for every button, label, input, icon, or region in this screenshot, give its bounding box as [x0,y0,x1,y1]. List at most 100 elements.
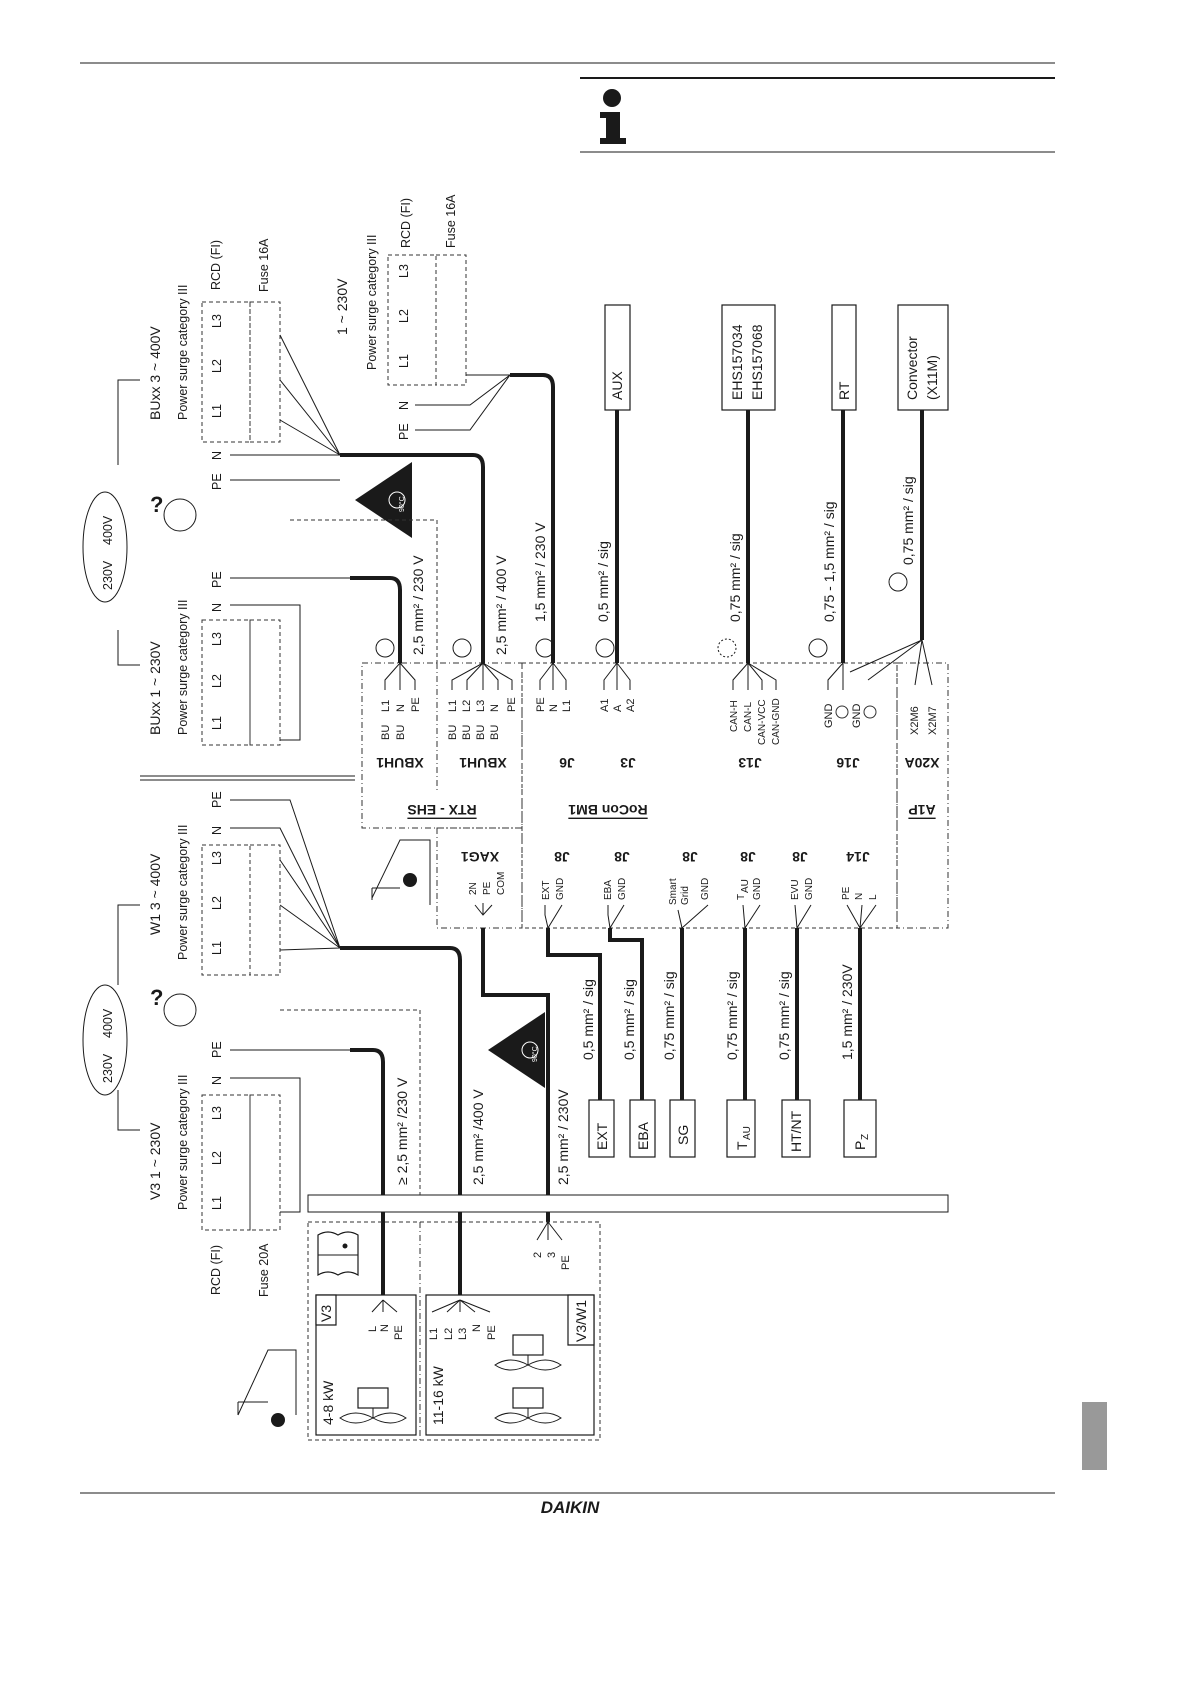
pin: CAN-H [729,700,740,732]
rcd-label: RCD (FI) [209,1245,223,1295]
j6-label: J6 [559,755,575,771]
cable-label: 0,5 mm² / sig [621,979,637,1060]
pin: N [397,401,411,410]
confused-person-icon [163,993,197,1027]
pin: GND [804,878,815,900]
pin: X2M6 [909,706,921,735]
pin: COM [496,872,507,895]
cooling-symbol-icon [863,705,877,719]
device-label: T [734,1141,750,1150]
supply-title: BUxx 1 ~ 230V [147,641,163,735]
pin: L3 [210,1106,224,1120]
pin: N [489,704,501,712]
pin: L2 [443,1328,455,1340]
pin: N [471,1324,483,1332]
pin: PE [210,571,224,588]
cable-label: 1,5 mm² / 230V [839,964,855,1060]
a1p-label: A1P [908,802,935,818]
device-label-sub: AU [742,1126,753,1140]
device-label: Convector [904,336,920,400]
daikin-logo: DAIKIN [541,1498,600,1517]
pin: CAN-L [743,702,754,732]
cable-label: 0,75 - 1,5 mm² / sig [821,501,837,622]
bottom-devices: EXT EBA SG T AU HT/NT P Z [588,1099,877,1158]
power-large-label: 11-16 kW [430,1365,446,1425]
pin: PE [210,791,224,808]
device-rt: RT [831,304,857,411]
device-label: (X11M) [924,355,940,400]
supply-w1: W1 3 ~ 400V Power surge category III L1 … [117,791,341,985]
j3-label: J3 [620,755,636,771]
supply-title: W1 3 ~ 400V [147,853,163,935]
pin: BU [461,725,473,740]
j8-label-tau: J8 [740,849,756,865]
pin: BU [489,725,501,740]
surge-label: Power surge category III [176,600,190,735]
pin: L2 [210,674,224,688]
j13-label: J13 [738,755,762,771]
info-icon [600,89,626,144]
cable-label: 0,5 mm² / sig [580,979,596,1060]
device-ehs: EHS157034 EHS157068 [721,304,776,411]
device-label: EHS157034 [729,324,745,400]
pin: L2 [210,1151,224,1165]
fan-icon [339,1334,562,1424]
pin: L1 [210,941,224,955]
j14-label: J14 [846,849,870,865]
j8-label-eba: J8 [614,849,630,865]
question-mark: ? [150,985,163,1010]
pin: L1 [210,1196,224,1210]
j16-label: J16 [836,755,860,771]
pin: CAN-GND [771,698,782,745]
voltage-question-cloud-bottom: 230V 400V ? [82,984,197,1096]
pin: A2 [625,699,637,712]
cable-label: 0,75 mm² / sig [776,971,792,1060]
pin: 3 [546,1252,558,1258]
device-label: EBA [635,1121,651,1150]
indoor-boundary [290,519,438,663]
cable-label: 0,5 mm² / sig [595,541,611,622]
pin: EBA [603,880,614,900]
top-cable-labels: 2,5 mm² / 230 V 2,5 mm² / 400 V 1,5 mm² … [410,476,916,655]
manual-icon [317,1231,359,1277]
cable-label: 0,75 mm² / sig [727,533,743,622]
pin: PE [506,697,518,712]
pin: EXT [541,881,552,900]
heating-symbol-icon [835,705,849,719]
device-label-sub: Z [860,1134,871,1140]
device-label: EHS157068 [749,324,765,400]
pin: L1 [380,700,392,712]
pin: PE [486,1325,498,1340]
pin-labels-bottom: 2N PE COM EXT GND EBA GND Smart Grid GND… [468,872,879,905]
surge-label: Power surge category III [176,825,190,960]
supply-title: BUxx 3 ~ 400V [147,326,163,420]
pin: A1 [599,699,611,712]
pin: PE [410,697,422,712]
pin: L3 [210,314,224,328]
bottom-cables [340,903,877,1300]
pin: PE [393,1325,405,1340]
pin: GND [555,878,566,900]
rtx-ehs-label: RTX - EHS [407,802,476,818]
cable-label: 0,75 mm² / sig [661,971,677,1060]
pin: PE [560,1255,572,1270]
heat-resistant-symbol-bottom: 90°C [488,1012,545,1088]
question-mark: ? [150,492,163,517]
pin: A [612,704,624,712]
pin: L [367,1326,379,1332]
cable-label: 2,5 mm² /400 V [470,1089,486,1185]
heat-symbol-label: 90°C [398,496,406,512]
pin: PE [841,886,852,900]
pin: N [854,893,865,900]
bottom-cable-labels: 0,5 mm² / sig 0,5 mm² / sig 0,75 mm² / s… [394,964,855,1185]
pin: N [210,451,224,460]
device-convector: Convector (X11M) [897,304,949,411]
cloud-label: 400V [101,515,115,545]
pin: N [379,1324,391,1332]
pin: AU [740,879,751,893]
pin: L1 [210,716,224,730]
pin: BU [475,725,487,740]
pin: N [210,603,224,612]
pin: L2 [210,896,224,910]
